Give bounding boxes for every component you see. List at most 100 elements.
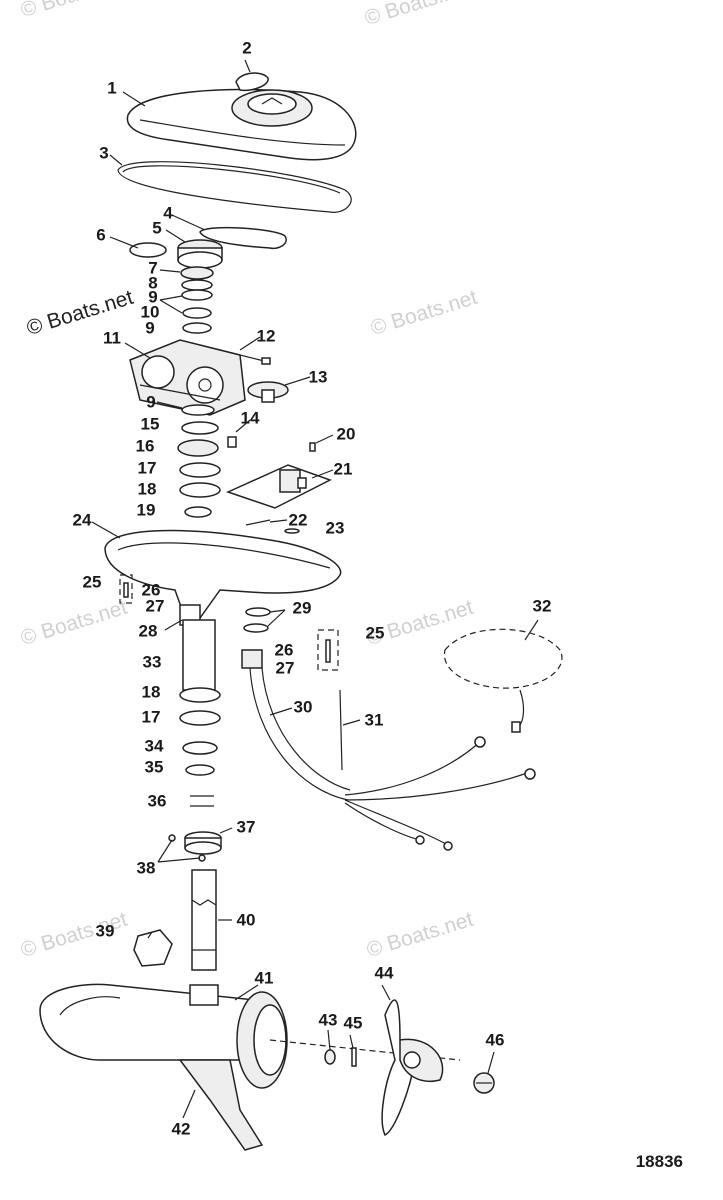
callout-label: 16 xyxy=(135,436,155,456)
callout-label: 45 xyxy=(343,1013,363,1033)
washer-9a xyxy=(181,289,213,301)
pulley xyxy=(177,239,223,269)
callout-label: 8 xyxy=(148,273,158,293)
callout-label: 3 xyxy=(99,143,109,163)
callout-label: 5 xyxy=(152,218,162,238)
skeg xyxy=(178,1059,264,1151)
race-18a xyxy=(179,482,221,498)
callout-label: 37 xyxy=(236,817,256,837)
sensor xyxy=(247,381,289,403)
callout-label: 1 xyxy=(107,78,117,98)
column-tube xyxy=(182,619,216,691)
screw-20 xyxy=(309,442,316,452)
decal xyxy=(235,72,269,92)
callout-label: 2 xyxy=(242,38,252,58)
retainer-clip xyxy=(245,519,271,526)
cover-gasket xyxy=(117,161,352,213)
callout-label: 14 xyxy=(240,408,260,428)
cable xyxy=(199,344,269,363)
callout-label: 29 xyxy=(292,598,312,618)
callout-label: 25 xyxy=(82,572,102,592)
callout-label: 36 xyxy=(147,791,167,811)
callout-label: 13 xyxy=(308,367,328,387)
callout-label: 42 xyxy=(171,1119,191,1139)
steering-motor-assembly xyxy=(129,339,246,416)
callout-label: 9 xyxy=(145,318,155,338)
top-cover xyxy=(126,88,357,161)
washer-35 xyxy=(185,764,215,776)
callout-label: 28 xyxy=(138,621,158,641)
washer-23 xyxy=(284,528,300,534)
seal-29a xyxy=(245,607,271,617)
nut xyxy=(180,266,214,280)
washer-10 xyxy=(182,307,212,319)
figure-number: 18836 xyxy=(635,1152,683,1171)
callout-label: 31 xyxy=(364,710,384,730)
callout-label: 12 xyxy=(256,326,276,346)
seal-19 xyxy=(184,506,212,518)
race-18b xyxy=(179,687,221,703)
washer-9c xyxy=(181,404,215,416)
seal-29b xyxy=(243,623,269,633)
callout-label: 9 xyxy=(146,392,156,412)
control-housing xyxy=(104,529,342,619)
bracket-25-right xyxy=(317,629,339,671)
power-cable-bundle xyxy=(241,649,536,851)
drive-belt xyxy=(199,226,287,250)
callout-label: 40 xyxy=(236,910,256,930)
thrust-washer xyxy=(324,1049,336,1065)
callout-label: 41 xyxy=(254,968,274,988)
indicator-plate xyxy=(129,242,167,258)
washer-34 xyxy=(182,741,218,755)
callout-label: 17 xyxy=(141,707,161,727)
cable-tie xyxy=(339,689,343,771)
wiring-harness xyxy=(443,628,563,733)
propeller xyxy=(381,999,444,1137)
composite-shaft xyxy=(191,869,217,971)
callout-label: 35 xyxy=(144,757,164,777)
bearing-17b xyxy=(179,710,221,726)
callout-label: 25 xyxy=(365,623,385,643)
callout-label: 15 xyxy=(140,414,160,434)
callout-label: 19 xyxy=(136,500,156,520)
callout-label: 38 xyxy=(136,858,156,878)
callout-label: 34 xyxy=(144,736,164,756)
washer-8 xyxy=(181,279,213,291)
lower-unit-motor xyxy=(39,983,288,1089)
clamp-collar xyxy=(184,831,222,855)
callout-label: 9 xyxy=(148,287,158,307)
bracket-25-left xyxy=(119,574,133,604)
callout-label: 27 xyxy=(275,658,295,678)
washer-9b xyxy=(182,322,212,334)
callout-label: 18 xyxy=(137,479,157,499)
callout-label: 39 xyxy=(95,921,115,941)
callout-label: 26 xyxy=(141,580,161,600)
callout-label: 4 xyxy=(163,203,173,223)
callout-label: 10 xyxy=(140,302,160,322)
callout-label: 18 xyxy=(141,682,161,702)
callout-label: 27 xyxy=(145,596,165,616)
callout-label: 30 xyxy=(293,697,313,717)
callout-label: 32 xyxy=(532,596,552,616)
callout-label: 46 xyxy=(485,1030,505,1050)
callout-label: 24 xyxy=(72,510,92,530)
callout-label: 7 xyxy=(148,258,158,278)
callout-label: 26 xyxy=(274,640,294,660)
bearing-17a xyxy=(179,462,221,478)
callout-label: 43 xyxy=(318,1010,338,1030)
callout-label: 20 xyxy=(336,424,356,444)
callout-label: 33 xyxy=(142,652,162,672)
callout-label: 22 xyxy=(288,510,308,530)
callout-label: 17 xyxy=(137,458,157,478)
drive-pin xyxy=(351,1047,357,1067)
callout-label: 44 xyxy=(374,963,394,983)
callout-label: 23 xyxy=(325,518,345,538)
callout-label: 21 xyxy=(333,459,353,479)
spring-clip xyxy=(227,436,237,448)
gear xyxy=(177,439,219,457)
spring-washer xyxy=(181,421,219,435)
cover-plate xyxy=(133,929,173,967)
callout-label: 6 xyxy=(96,225,106,245)
callout-label: 11 xyxy=(103,328,121,348)
control-board xyxy=(225,464,332,509)
